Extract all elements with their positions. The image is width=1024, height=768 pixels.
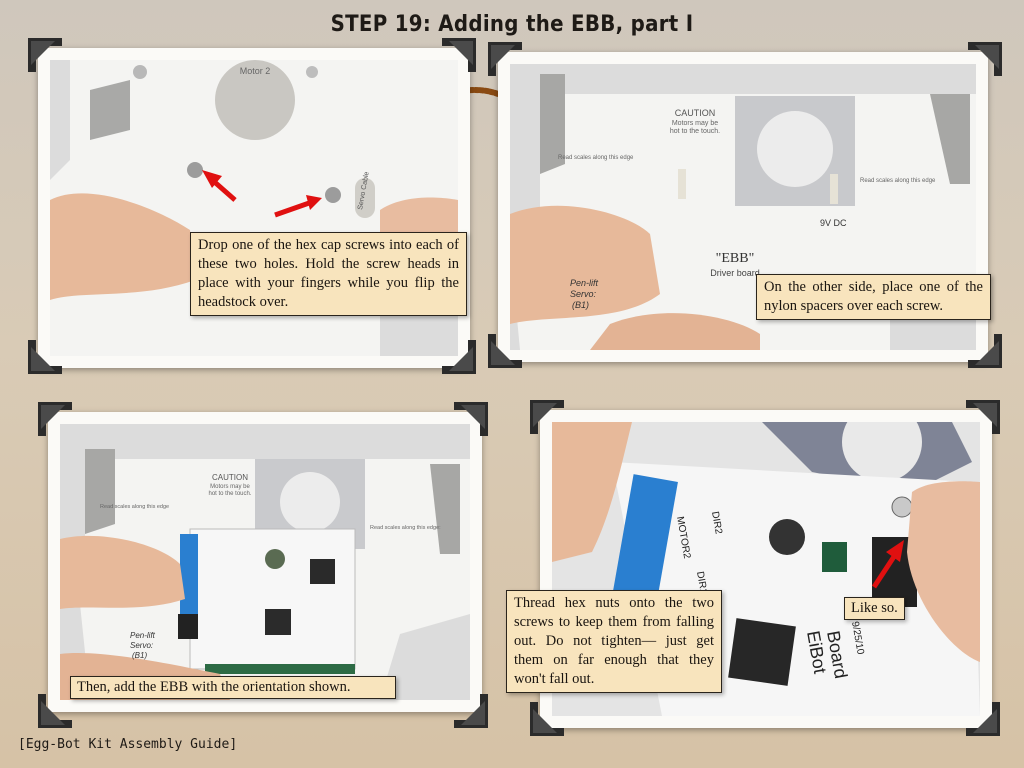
photo-panel-1: Motor 2 Servo Cable Drop one of the hex … — [38, 48, 470, 368]
caption-3: Then, add the EBB with the orientation s… — [70, 676, 396, 699]
board-label-b1: (B1) — [572, 300, 589, 310]
board-label-read-scales-right: Read scales along this edge: — [370, 525, 441, 531]
board-label-servo: Servo: — [570, 289, 597, 299]
photo-corner-icon — [454, 694, 488, 728]
board-label-motors-hot-2: hot to the touch. — [208, 491, 251, 497]
photo-panel-4: MOTOR2 DIR2 DIR1 EiBot Board 9/25/10 Thr… — [506, 410, 992, 728]
board-label-motors-hot-1: Motors may be — [672, 120, 718, 127]
photo-panel-2: CAUTION Motors may be hot to the touch. … — [498, 52, 991, 362]
photo-corner-icon — [454, 402, 488, 436]
headstock-photo-3: CAUTION Motors may be hot to the touch. … — [60, 424, 470, 700]
caption-2: On the other side, place one of the nylo… — [756, 274, 991, 320]
photo-corner-icon — [530, 400, 564, 434]
board-label-motor2: Motor 2 — [240, 66, 271, 76]
board-label-9vdc: 9V DC — [820, 218, 847, 228]
photo-corner-icon — [488, 42, 522, 76]
board-label-caution: CAUTION — [675, 108, 716, 118]
photo-corner-icon — [968, 42, 1002, 76]
board-label-caution: CAUTION — [212, 473, 248, 482]
board-label-motors-hot-2: hot to the touch. — [670, 128, 720, 135]
caption-4: Thread hex nuts onto the two screws to k… — [506, 590, 722, 693]
page-title: STEP 19: Adding the EBB, part I — [330, 12, 694, 37]
callout-like-so: Like so. — [844, 597, 905, 620]
board-label-ebb: "EBB" — [716, 251, 755, 266]
board-label-read-scales-left: Read scales along this edge — [558, 155, 634, 161]
photo-corner-icon — [28, 340, 62, 374]
photo-corner-icon — [28, 38, 62, 72]
board-label-read-scales-right: Read scales along this edge — [860, 178, 936, 184]
board-label-servo: Servo: — [130, 641, 153, 650]
guide-footer: [Egg-Bot Kit Assembly Guide] — [18, 737, 238, 752]
photo-corner-icon — [442, 340, 476, 374]
photo-corner-icon — [488, 334, 522, 368]
photo-corner-icon — [442, 38, 476, 72]
board-label-penlift: Pen-lift — [130, 631, 156, 640]
board-label-penlift: Pen-lift — [570, 278, 599, 288]
board-closeup-photo: MOTOR2 DIR2 DIR1 EiBot Board 9/25/10 — [552, 422, 980, 716]
board-label-motors-hot-1: Motors may be — [210, 484, 250, 490]
board-label-read-scales-left: Read scales along this edge — [100, 504, 169, 510]
board-label-dir1: DIR1 — [694, 571, 709, 596]
photo-corner-icon — [968, 334, 1002, 368]
board-label-driver-board: Driver board — [710, 268, 760, 278]
board-label-b1: (B1) — [132, 651, 147, 660]
photo-corner-icon — [38, 694, 72, 728]
photo-corner-icon — [38, 402, 72, 436]
photo-corner-icon — [966, 400, 1000, 434]
photo-corner-icon — [530, 702, 564, 736]
photo-panel-3: CAUTION Motors may be hot to the touch. … — [48, 412, 482, 712]
photo-corner-icon — [966, 702, 1000, 736]
caption-1: Drop one of the hex cap screws into each… — [190, 232, 467, 316]
board-label-dir2: DIR2 — [709, 511, 724, 536]
